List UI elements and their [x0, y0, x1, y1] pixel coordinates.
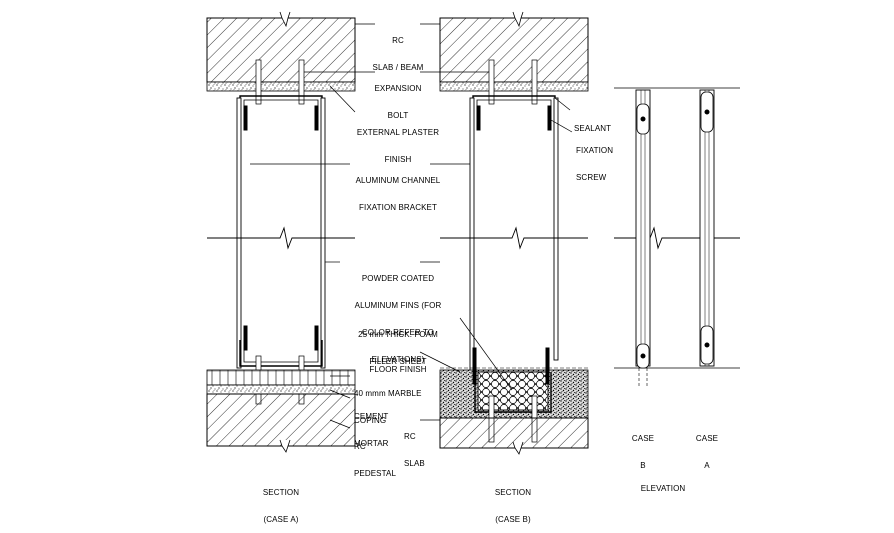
label-case-b: CASE B [631, 434, 655, 470]
label-case-a: CASE A [695, 434, 719, 470]
leader-lines [250, 23, 573, 429]
caption-section-b: SECTION (CASE B) [494, 488, 532, 524]
caption-section-a: SECTION (CASE A) [262, 488, 300, 524]
plaster-top-b [439, 81, 589, 92]
label-external-plaster: EXTERNAL PLASTER FINISH [356, 128, 440, 164]
marble-coping-a [206, 369, 356, 386]
foam-filler-b [477, 371, 549, 411]
elevation-view [614, 87, 740, 388]
label-cement-mortar: CEMENT MORTAR [354, 412, 389, 448]
label-fixation-screw: FIXATION SCREW [576, 146, 614, 182]
section-case-a [206, 11, 356, 453]
label-rc-pedestal: RC PEDESTAL [354, 442, 396, 478]
label-sealant: SEALANT [574, 124, 612, 133]
label-powder-coated: POWDER COATED ALUMINUM FINS (FOR COLOR R… [354, 274, 442, 364]
plaster-top-a [206, 81, 356, 92]
rc-slab-top-a [206, 17, 356, 83]
rc-slab-top-b [439, 17, 589, 83]
section-case-b [439, 11, 589, 455]
section-elevation-drawing [206, 11, 740, 455]
fin-case-a [699, 89, 715, 367]
rc-pedestal-a [206, 393, 356, 447]
label-expansion-bolt: EXPANSION BOLT [374, 84, 422, 120]
label-marble-coping: 40 mmm MARBLE COPING [354, 389, 422, 425]
cement-mortar-a [206, 384, 356, 395]
label-floor-finish: FLOOR FINISH [369, 365, 427, 374]
label-aluminum-channel: ALUMINUM CHANNEL FIXATION BRACKET [355, 176, 441, 212]
label-foam-filler: 25 mm THICK. FOAM FILLER SHEET [358, 330, 438, 366]
caption-elevation: ELEVATION [640, 484, 686, 493]
label-rc-slab-beam: RC SLAB / BEAM [372, 36, 424, 72]
label-rc-slab: RC SLAB [404, 432, 425, 468]
